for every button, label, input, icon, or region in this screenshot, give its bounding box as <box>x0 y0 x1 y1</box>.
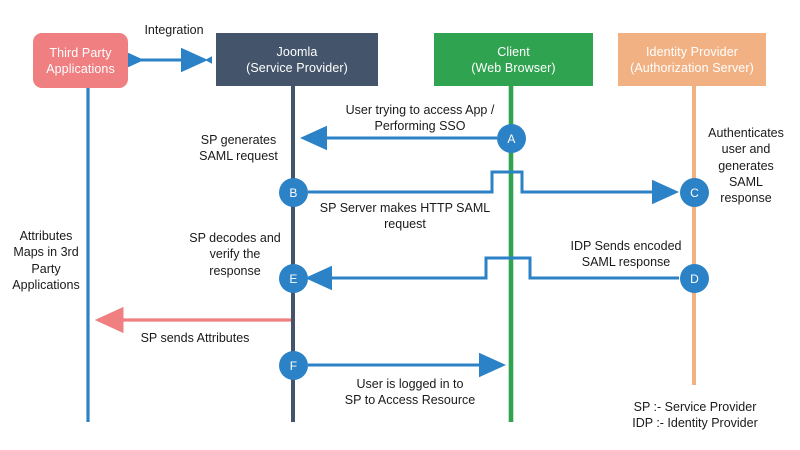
step-marker-c-label: C <box>690 185 699 200</box>
step-marker-d-label: D <box>690 271 699 286</box>
node-client-line2: (Web Browser) <box>471 60 556 75</box>
node-identity-provider-line1: Identity Provider <box>645 44 739 59</box>
node-client-line1: Client <box>497 44 530 59</box>
label-integration: Integration <box>144 23 204 37</box>
legend-line-idp: IDP :- Identity Provider <box>632 416 758 431</box>
label-sp-sends-attributes: SP sends Attributes <box>140 331 250 345</box>
label-user-trying-to-access: User trying to access App / Performing S… <box>345 103 495 134</box>
label-sp-decodes-verify-response: SP decodes and verify the response <box>189 231 281 278</box>
step-marker-b-label: B <box>289 185 298 200</box>
legend: SP :- Service Provider IDP :- Identity P… <box>615 399 775 432</box>
step-marker-e-label: E <box>289 271 298 286</box>
arrow-b-sp-to-idp <box>308 170 679 205</box>
step-marker-a[interactable]: A <box>497 124 526 153</box>
label-idp-sends-encoded-saml-response: IDP Sends encoded SAML response <box>570 239 682 270</box>
node-client[interactable]: Client (Web Browser) <box>434 33 593 86</box>
node-service-provider-line2: (Service Provider) <box>246 60 348 75</box>
node-third-party-line2: Applications <box>46 61 115 76</box>
legend-line-sp: SP :- Service Provider <box>633 400 757 414</box>
node-identity-provider[interactable]: Identity Provider (Authorization Server) <box>618 33 766 86</box>
arrow-d-idp-to-sp <box>305 256 679 291</box>
node-service-provider[interactable]: Joomla (Service Provider) <box>216 33 378 86</box>
node-identity-provider-line2: (Authorization Server) <box>630 60 754 75</box>
label-attributes-maps-in-third-party-applications: Attributes Maps in 3rd Party Application… <box>12 229 80 292</box>
step-marker-c[interactable]: C <box>680 178 709 207</box>
step-marker-f-label: F <box>289 358 298 373</box>
step-marker-d[interactable]: D <box>680 264 709 293</box>
node-third-party-line1: Third Party <box>49 45 112 60</box>
label-user-is-logged-in: User is logged in to SP to Access Resour… <box>344 377 476 408</box>
node-service-provider-line1: Joomla <box>276 44 318 59</box>
step-marker-b[interactable]: B <box>279 178 308 207</box>
step-marker-f[interactable]: F <box>279 351 308 380</box>
label-sp-generates-saml-request: SP generates SAML request <box>199 133 278 164</box>
step-marker-e[interactable]: E <box>279 264 308 293</box>
label-sp-server-http-saml-request: SP Server makes HTTP SAML request <box>319 201 491 232</box>
step-marker-a-label: A <box>507 131 516 146</box>
label-authenticates-user-generates-saml-response: Authenticates user and generates SAML re… <box>708 126 784 205</box>
node-third-party-applications[interactable]: Third Party Applications <box>33 33 128 88</box>
